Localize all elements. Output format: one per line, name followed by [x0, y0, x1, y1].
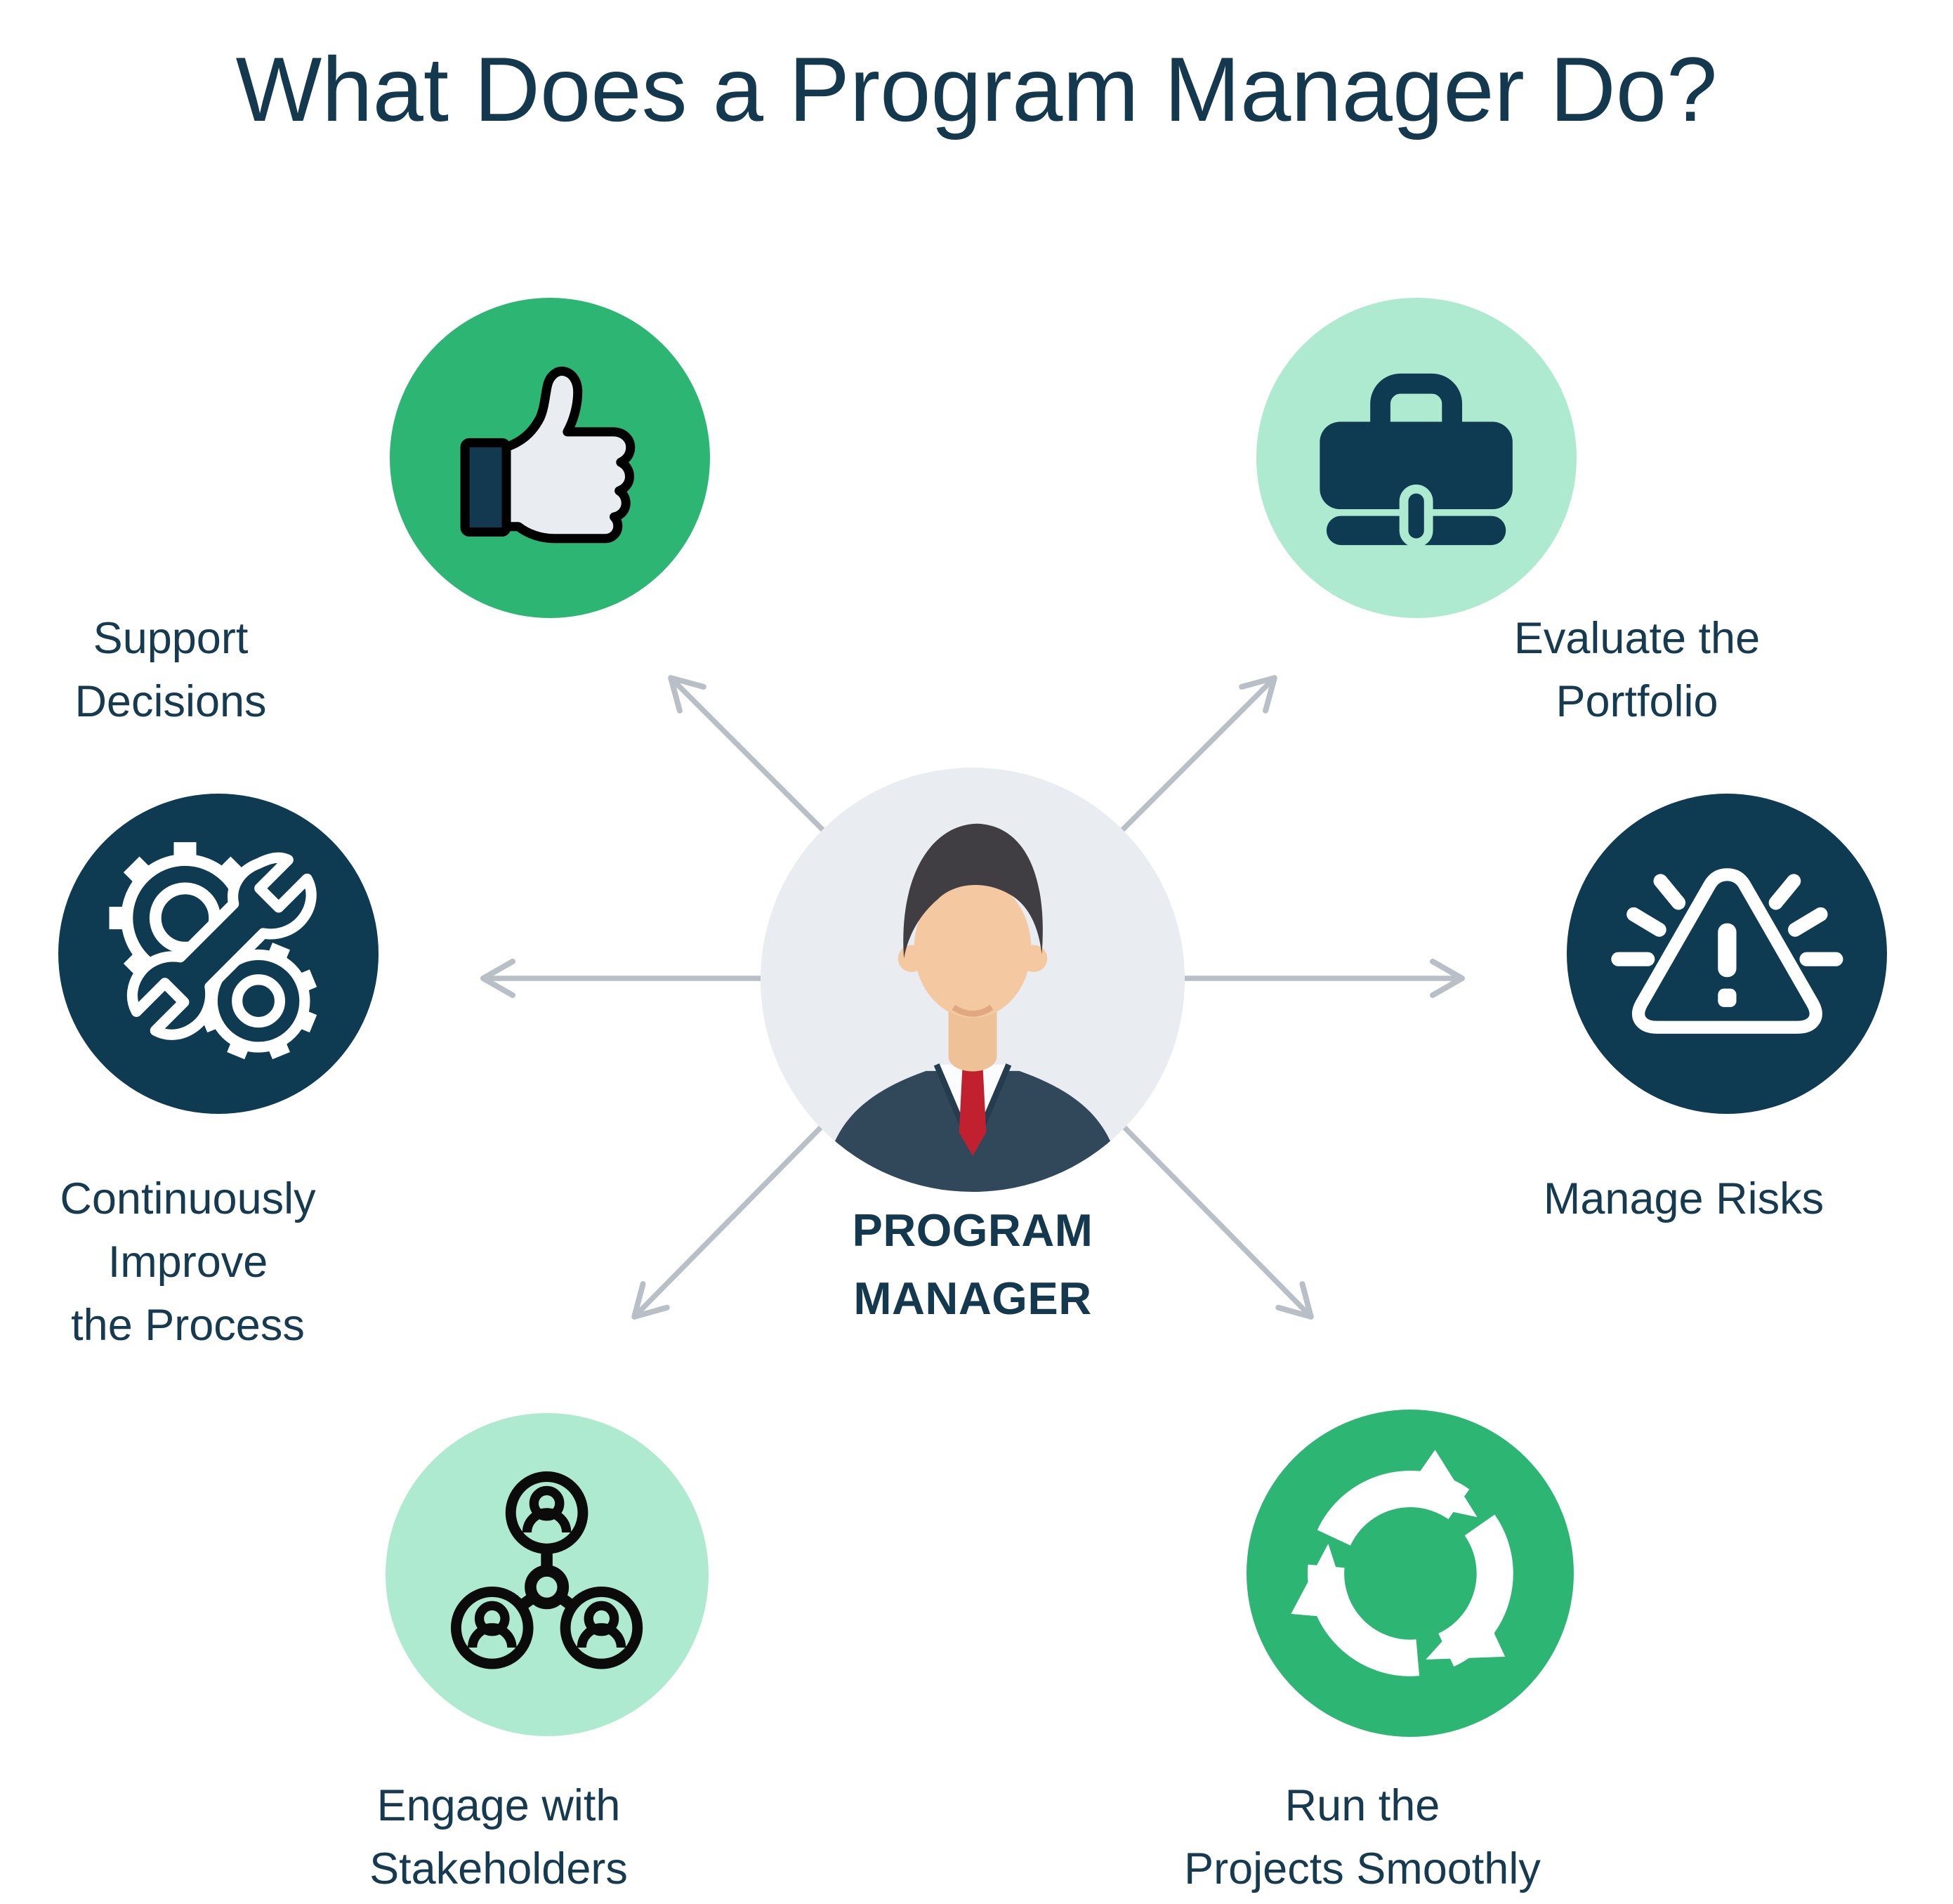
run-projects-label: Run the Projects Smoothly — [1152, 1774, 1573, 1900]
arrow-to-support-decisions — [668, 675, 830, 837]
program-manager-label-line2: MANAGER — [853, 1273, 1092, 1324]
run-projects-label-line1: Run the — [1284, 1781, 1440, 1830]
evaluate-portfolio-circle — [1256, 298, 1577, 618]
engage-stakeholders-label-line2: Stakeholders — [369, 1844, 628, 1893]
gears-wrench-icon — [109, 842, 317, 1060]
support-decisions-label: Support Decisions — [74, 614, 267, 726]
improve-process-circle — [58, 794, 379, 1114]
thumbs-up-icon — [460, 366, 636, 544]
program-manager-label: PROGRAM MANAGER — [762, 1196, 1183, 1332]
program-manager-label-line1: PROGRAM — [852, 1204, 1093, 1256]
support-decisions-circle — [390, 298, 710, 618]
engage-stakeholders-label-line1: Engage with — [376, 1781, 621, 1830]
engage-stakeholders-circle — [386, 1413, 709, 1736]
improve-process-label-line1: Continuously Improve — [60, 1174, 316, 1287]
engage-stakeholders-label: Engage with Stakeholders — [288, 1774, 709, 1900]
warning-triangle-icon — [1610, 867, 1843, 1034]
evaluate-portfolio-label: Evaluate the Portfolio — [1513, 614, 1761, 726]
run-projects-circle — [1247, 1410, 1574, 1737]
improve-process-label: Continuously Improve the Process — [0, 1167, 376, 1357]
arrow-to-engage-stakeholders — [631, 1122, 826, 1320]
program-manager-circle — [761, 768, 1185, 1192]
manage-risks-circle — [1567, 794, 1887, 1114]
improve-process-label-line2: the Process — [71, 1301, 305, 1350]
stakeholder-network-icon — [451, 1471, 643, 1669]
run-projects-label-line2: Projects Smoothly — [1184, 1844, 1541, 1893]
arrow-to-run-projects — [1119, 1122, 1314, 1320]
arrow-to-evaluate-portfolio — [1115, 675, 1277, 837]
program-manager-avatar — [761, 768, 1185, 1192]
manage-risks-label: Manage Risks — [1543, 1174, 1824, 1223]
page-title: What Does a Program Manager Do? — [235, 38, 1718, 140]
cycle-arrows-icon — [1291, 1449, 1513, 1676]
briefcase-icon — [1320, 374, 1513, 548]
